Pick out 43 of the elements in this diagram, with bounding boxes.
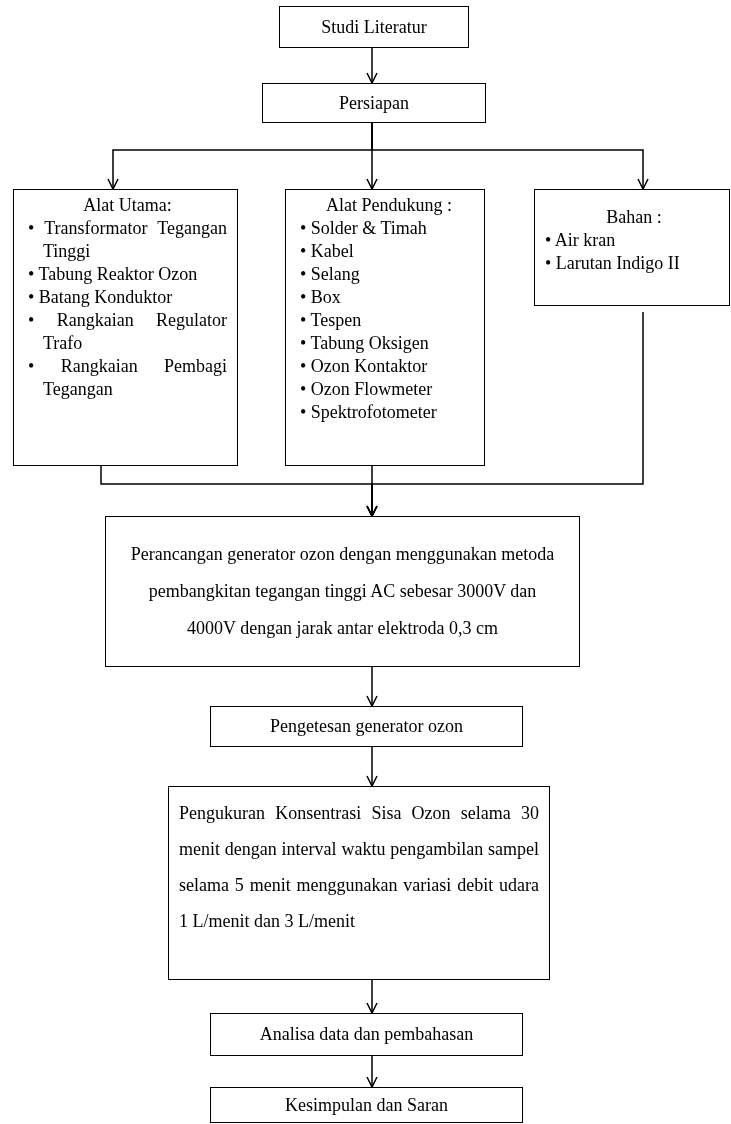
list-item: • Larutan Indigo II: [545, 252, 681, 276]
process-box: [168, 786, 550, 980]
arrow: [366, 47, 378, 84]
box-text: Persiapan: [339, 91, 409, 115]
list-item: • Transformator Tegangan Tinggi: [28, 217, 227, 264]
process-box: [534, 189, 730, 306]
list-item: • Rangkaian Regulator Trafo: [28, 309, 227, 356]
list-item: • Ozon Flowmeter: [300, 378, 434, 402]
list-item: • Air kran: [545, 229, 617, 253]
list-heading: Bahan :: [605, 206, 663, 229]
process-box: [210, 706, 523, 747]
process-box: [262, 83, 486, 123]
list-item: • Ozon Kontaktor: [300, 355, 429, 379]
arrow: [366, 979, 378, 1014]
process-box: [13, 189, 238, 466]
box-text: Pengukuran Konsentrasi Sisa Ozon selama 30 menit dengan interval waktu pengambilan sampel selama 5 menit menggunakan variasi debit udara 1 L/menit dan 3 L/menit: [179, 802, 539, 933]
list-item: • Batang Konduktor: [28, 286, 174, 310]
arrow: [366, 1055, 378, 1088]
list-item: • Rangkaian Pembagi Tegangan: [28, 355, 227, 402]
box-text: Studi Literatur: [321, 15, 427, 39]
list-item: • Spektrofotometer: [300, 401, 438, 425]
arrow: [366, 666, 378, 707]
process-box: [285, 189, 485, 466]
arrow: [366, 311, 644, 517]
list-item: • Box: [300, 286, 342, 310]
list-item: • Selang: [300, 263, 361, 287]
arrow: [371, 122, 649, 190]
process-box: [210, 1087, 523, 1123]
list-heading: Alat Pendukung :: [325, 194, 453, 217]
process-box: [210, 1013, 523, 1056]
list-item: • Solder & Timah: [300, 217, 428, 241]
box-text: Kesimpulan dan Saran: [285, 1093, 448, 1117]
list-item: • Kabel: [300, 240, 355, 264]
box-text: Perancangan generator ozon dengan menggunakan metoda pembangkitan tegangan tinggi AC sebesar 3000V dan 4000V dengan jarak antar elektroda 0,3 cm: [129, 543, 556, 640]
arrow: [366, 746, 378, 787]
list-heading: Alat Utama:: [82, 194, 173, 217]
box-text: Pengetesan generator ozon: [270, 715, 463, 738]
list-item: • Tespen: [300, 309, 363, 333]
list-item: • Tabung Reaktor Ozon: [28, 263, 199, 287]
process-box: [279, 6, 469, 48]
process-box: [105, 516, 580, 667]
list-item: • Tabung Oksigen: [300, 332, 430, 356]
box-text: Analisa data dan pembahasan: [259, 1023, 474, 1046]
